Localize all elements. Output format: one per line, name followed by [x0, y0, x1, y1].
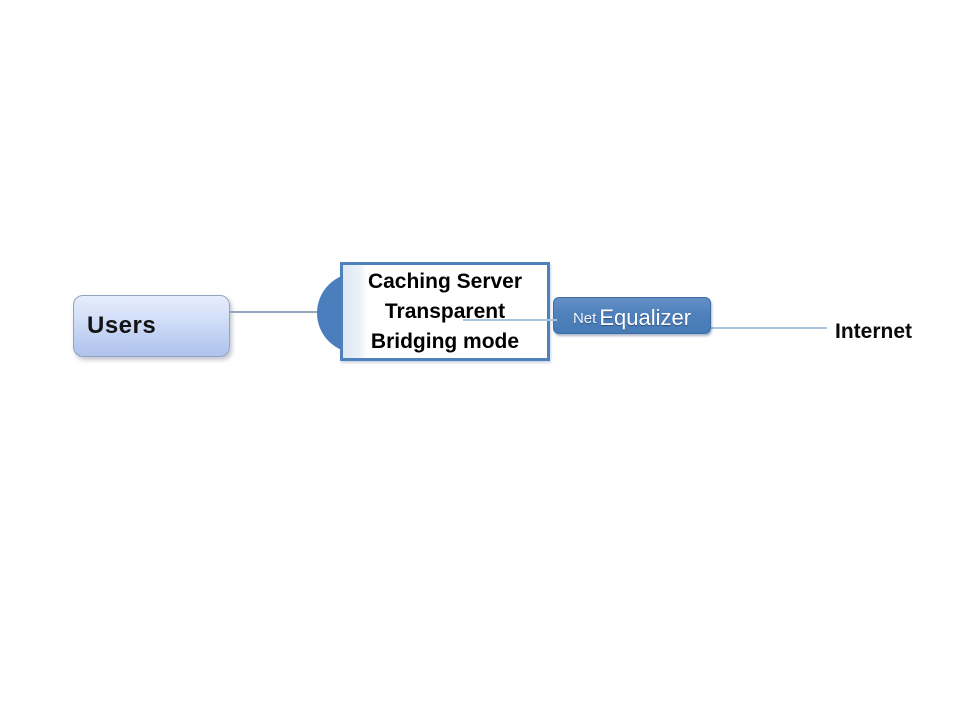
connector-caching-server-to-netequalizer: [463, 319, 557, 321]
users-node: Users: [73, 295, 230, 357]
internet-label: Internet: [835, 320, 913, 343]
caching-server-label-line2: Transparent: [384, 299, 506, 323]
users-node-label: Users: [87, 312, 157, 339]
connector-users-to-caching-server: [230, 311, 318, 313]
caching-server-label-line3: Bridging mode: [370, 329, 520, 353]
netequalizer-brand-main: Equalizer: [599, 305, 692, 330]
connector-netequalizer-to-internet: [711, 327, 827, 329]
caching-server-label-line1: Caching Server: [367, 269, 523, 293]
netequalizer-node: Net Equalizer: [553, 297, 711, 334]
netequalizer-brand-prefix: Net: [572, 309, 597, 327]
caching-server-node: Caching Server Transparent Bridging mode: [340, 262, 550, 361]
